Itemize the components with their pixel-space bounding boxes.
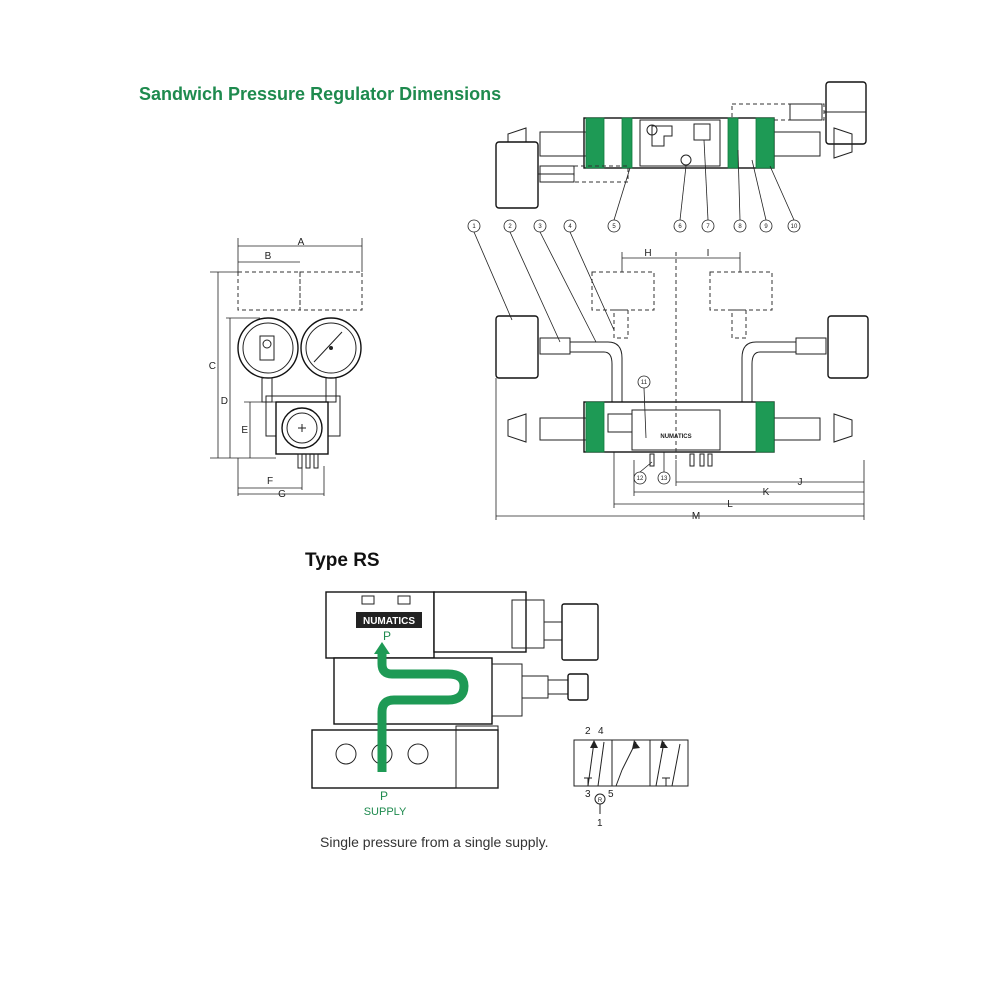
dim-label-a: A xyxy=(298,237,305,248)
callout-13: 13 xyxy=(661,476,668,482)
symbol-port-5: 5 xyxy=(608,789,614,800)
callout-8: 8 xyxy=(738,224,742,230)
dim-label-f: F xyxy=(267,476,273,487)
symbol-port-4: 4 xyxy=(598,726,604,737)
callout-9: 9 xyxy=(764,224,768,230)
callout-6: 6 xyxy=(678,224,682,230)
dim-label-j: J xyxy=(798,477,803,488)
callout-4: 4 xyxy=(568,224,572,230)
type-rs-valve-drawing: NUMATICS P P SUPPLY xyxy=(311,591,599,818)
symbol-port-3: 3 xyxy=(585,789,591,800)
page-title: Sandwich Pressure Regulator Dimensions xyxy=(139,84,502,104)
dim-label-c: C xyxy=(209,361,216,372)
type-rs-caption: Single pressure from a single supply. xyxy=(320,834,549,850)
dim-label-e: E xyxy=(241,425,248,436)
side-view-drawing xyxy=(237,271,363,469)
callout-12: 12 xyxy=(637,476,644,482)
callout-2: 2 xyxy=(508,224,512,230)
side-view-dimensions: A B C D E F G xyxy=(209,237,363,500)
valve-schematic-symbol: 2 4 3 5 R 1 xyxy=(573,726,689,829)
front-view-drawing: NUMATICS xyxy=(495,252,869,467)
callout-1: 1 xyxy=(472,224,476,230)
top-view-callouts: 5 6 7 8 9 10 xyxy=(607,139,801,233)
valve-brand-plate: NUMATICS xyxy=(363,616,415,627)
dim-label-l: L xyxy=(727,499,733,510)
top-view-drawing xyxy=(495,81,867,209)
flow-top-label: P xyxy=(383,629,391,643)
callout-11: 11 xyxy=(641,380,648,386)
symbol-port-1: 1 xyxy=(597,818,603,829)
dim-label-b: B xyxy=(265,251,272,262)
dim-label-i: I xyxy=(707,248,710,259)
symbol-port-r: R xyxy=(598,798,603,804)
flow-bottom-label: P xyxy=(380,789,388,803)
type-rs-heading: Type RS xyxy=(305,550,380,571)
dim-label-d: D xyxy=(221,396,228,407)
front-view-dimensions: H I J K L M xyxy=(495,248,865,522)
dim-label-h: H xyxy=(644,248,651,259)
callout-10: 10 xyxy=(791,224,798,230)
front-view-callouts: 1 2 3 4 11 12 13 xyxy=(467,219,671,485)
dim-label-k: K xyxy=(763,487,770,498)
dim-label-m: M xyxy=(692,511,700,522)
dim-label-g: G xyxy=(278,489,286,500)
symbol-port-2: 2 xyxy=(585,726,591,737)
callout-3: 3 xyxy=(538,224,542,230)
callout-5: 5 xyxy=(612,224,616,230)
callout-7: 7 xyxy=(706,224,710,230)
flow-supply-label: SUPPLY xyxy=(364,806,407,818)
